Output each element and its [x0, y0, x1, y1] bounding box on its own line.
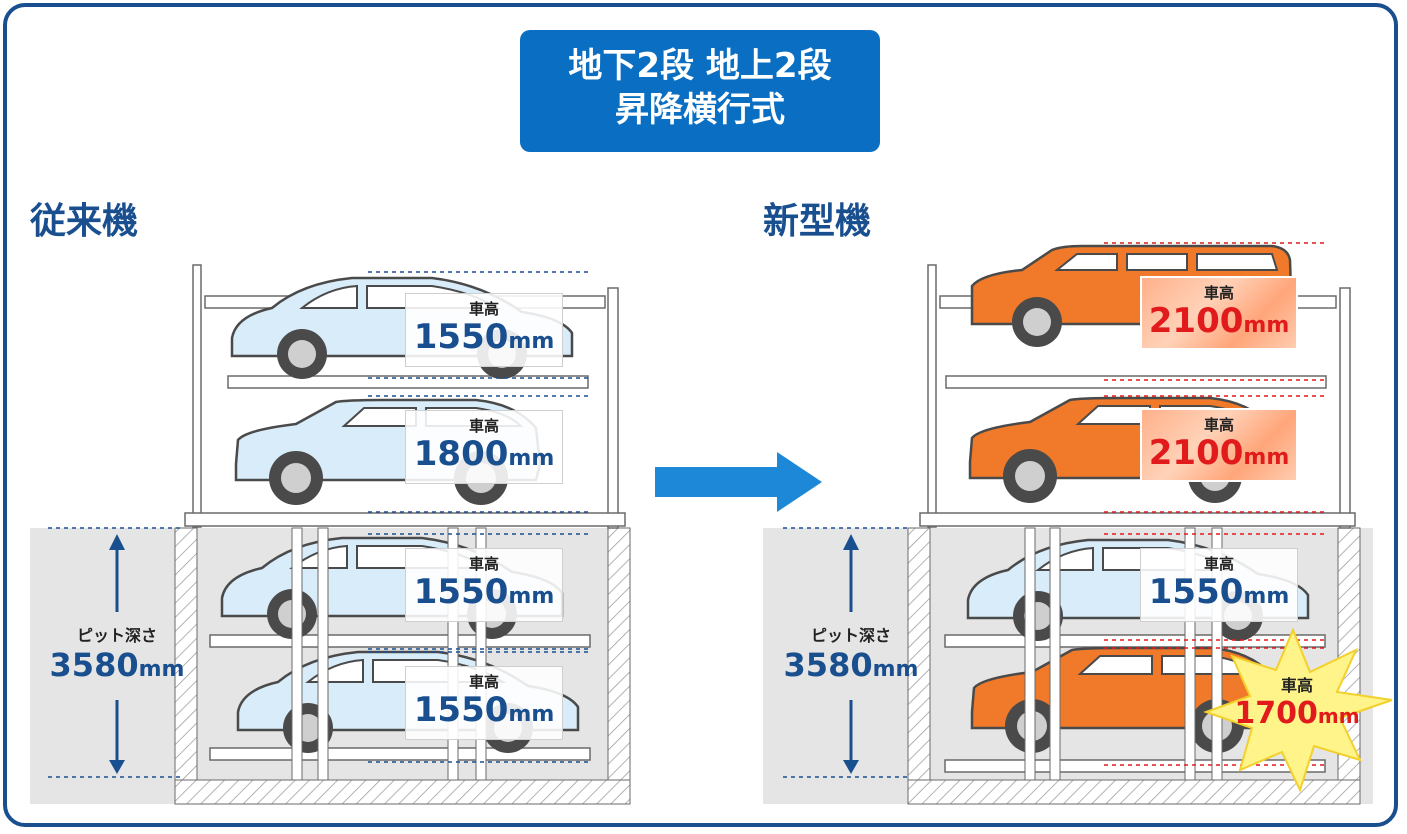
old-height-badge-1: 車高 1550mm [405, 293, 563, 367]
new-height-badge-4: 車高 1700mm [1222, 672, 1372, 731]
old-badge-3-label: 車高 [468, 555, 499, 573]
old-machine-label: 従来機 [30, 201, 139, 242]
old-height-badge-3: 車高 1550mm [405, 548, 563, 622]
title-banner: 地下2段 地上2段 昇降横行式 [520, 30, 880, 152]
new-badge-2-value: 2100 [1148, 433, 1244, 473]
old-badge-1-value: 1550 [413, 317, 509, 357]
old-pit-depth-unit: mm [138, 657, 185, 682]
old-badge-2-value: 1800 [413, 434, 509, 474]
old-badge-2-label: 車高 [468, 417, 499, 435]
new-pit-depth: ピット深さ 3580mm [774, 622, 928, 684]
old-height-badge-4: 車高 1550mm [405, 666, 563, 740]
new-badge-3-label: 車高 [1203, 555, 1234, 573]
old-badge-1-unit: mm [508, 329, 555, 354]
transition-arrow-icon [655, 452, 822, 512]
new-badge-2-label: 車高 [1203, 416, 1234, 434]
new-badge-1-unit: mm [1243, 313, 1290, 338]
new-badge-2-unit: mm [1243, 445, 1290, 470]
starburst-highlight [1203, 627, 1393, 793]
old-badge-3-value: 1550 [413, 572, 509, 612]
new-pit-depth-label: ピット深さ [810, 626, 891, 645]
old-badge-1-label: 車高 [468, 300, 499, 318]
old-pit-depth-value: 3580 [49, 646, 139, 684]
new-badge-4-value: 1700 [1234, 696, 1318, 731]
old-badge-4-value: 1550 [413, 690, 509, 730]
old-pit-depth-label: ピット深さ [76, 626, 157, 645]
title-line-1: 地下2段 地上2段 [568, 46, 832, 86]
new-badge-1-value: 2100 [1148, 301, 1244, 341]
new-badge-1-label: 車高 [1203, 284, 1234, 302]
old-height-badge-2: 車高 1800mm [405, 410, 563, 484]
new-badge-3-value: 1550 [1148, 572, 1244, 612]
new-machine-label: 新型機 [763, 201, 872, 242]
new-badge-3-unit: mm [1243, 584, 1290, 609]
old-pit-depth: ピット深さ 3580mm [40, 622, 194, 684]
old-badge-4-unit: mm [508, 702, 555, 727]
old-badge-2-unit: mm [508, 446, 555, 471]
old-badge-4-label: 車高 [468, 673, 499, 691]
new-height-badge-3: 車高 1550mm [1140, 548, 1298, 622]
new-height-badge-2: 車高 2100mm [1140, 408, 1298, 482]
new-badge-4-unit: mm [1317, 704, 1360, 728]
title-line-2: 昇降横行式 [615, 90, 785, 130]
new-badge-4-label: 車高 [1280, 676, 1313, 695]
old-badge-3-unit: mm [508, 584, 555, 609]
new-pit-depth-value: 3580 [783, 646, 873, 684]
new-pit-depth-unit: mm [872, 657, 919, 682]
new-height-badge-1: 車高 2100mm [1140, 276, 1298, 350]
